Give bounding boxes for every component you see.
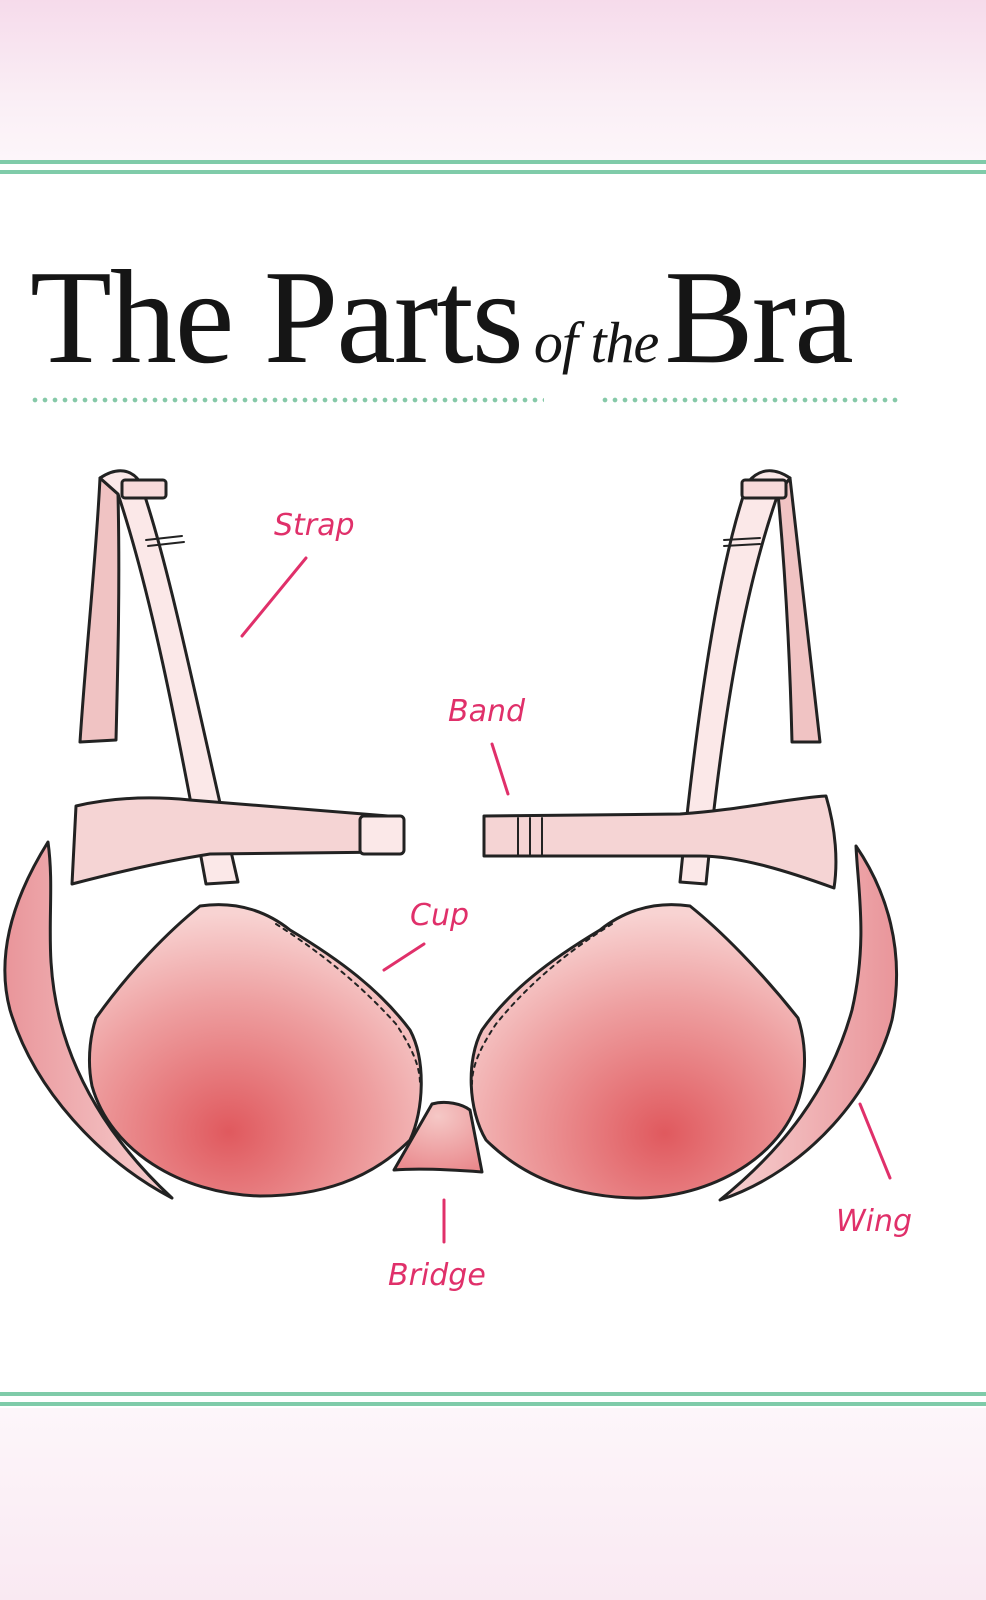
cup-leader — [382, 942, 426, 972]
left-wing — [3, 840, 174, 1200]
top-background — [0, 0, 986, 160]
content-panel — [0, 160, 986, 1408]
label-cup: Cup — [410, 898, 470, 933]
right-strap-back — [776, 476, 822, 744]
left-cup — [87, 903, 423, 1198]
right-band — [482, 794, 838, 890]
left-strap-slider — [120, 478, 168, 500]
label-band: Band — [448, 694, 526, 729]
top-rule-2 — [0, 170, 986, 174]
title-underline-dots-right — [600, 396, 900, 404]
left-band — [70, 796, 390, 886]
right-cup — [469, 903, 807, 1200]
right-strap-slider — [740, 478, 788, 500]
band-leader — [490, 742, 510, 796]
label-bridge: Bridge — [388, 1258, 486, 1293]
bottom-background — [0, 1408, 986, 1600]
title-part-1: The Parts — [30, 243, 524, 391]
title-underline-dots-left — [30, 396, 544, 404]
bottom-rule-2 — [0, 1402, 986, 1406]
bottom-rule-1 — [0, 1392, 986, 1396]
left-strap-back — [78, 476, 121, 744]
label-strap: Strap — [274, 508, 355, 543]
strap-leader — [240, 556, 308, 638]
bridge — [392, 1100, 484, 1174]
title-part-2: of the — [533, 310, 659, 375]
top-rule-1 — [0, 160, 986, 164]
left-band-hook — [358, 814, 406, 856]
right-wing — [718, 844, 899, 1202]
wing-leader — [858, 1102, 892, 1180]
label-wing: Wing — [836, 1204, 913, 1239]
title-part-3: Bra — [664, 243, 853, 391]
